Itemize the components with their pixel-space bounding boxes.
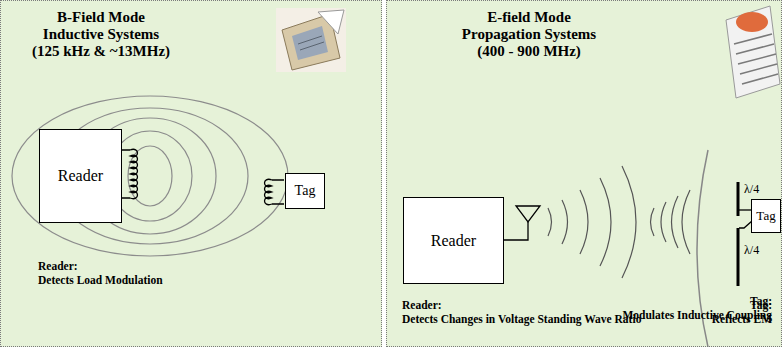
box-label: Reader xyxy=(58,167,103,185)
caption-note: Tag: xyxy=(750,299,772,311)
tag-coil xyxy=(265,179,285,204)
box-label: Reader xyxy=(431,232,476,250)
panel-heading: B-Field Mode Inductive Systems (125 kHz … xyxy=(30,9,172,60)
antenna-symbol xyxy=(516,206,540,222)
reflected-arc xyxy=(661,202,666,242)
reflected-arc xyxy=(682,190,690,254)
field-line xyxy=(128,146,172,206)
reflected-arc xyxy=(672,196,679,248)
wave-arc xyxy=(548,208,552,236)
panel-heading: E-field Mode Propagation Systems (400 - … xyxy=(459,9,599,60)
antenna-feed xyxy=(503,222,528,240)
photo-blob xyxy=(736,12,768,32)
photo-inlay xyxy=(292,26,328,60)
caption-note: Reader: xyxy=(38,260,78,272)
tag-photo xyxy=(276,8,346,72)
coil-winding xyxy=(265,179,273,204)
label-holder: Detects Changes in Voltage Standing Wave… xyxy=(402,309,641,327)
wave-arc xyxy=(622,166,636,278)
wave-arc xyxy=(562,200,568,244)
label-holder: Detects Load Modulation xyxy=(38,270,163,288)
panel-ground xyxy=(0,0,382,347)
tag-dipole xyxy=(738,182,752,286)
label-holder: λ/4 xyxy=(744,240,759,258)
dipole-half xyxy=(737,228,740,286)
box-label: Tag xyxy=(295,183,316,199)
caption-note: Detects Load Modulation xyxy=(38,274,163,286)
tag-box: Tag xyxy=(285,173,325,209)
mode-panel: B-Field Mode Inductive Systems (125 kHz … xyxy=(0,0,382,347)
dimension-label: λ/4 xyxy=(744,243,759,257)
wave-arc xyxy=(580,190,588,254)
label-holder: Reader: xyxy=(38,256,78,274)
caption-note: Reader: xyxy=(402,299,442,311)
coil-winding xyxy=(130,149,138,198)
reader-box: Reader xyxy=(403,197,504,284)
reader-antenna xyxy=(503,206,540,240)
reflected-arc xyxy=(651,208,655,236)
label-holder: λ/4 xyxy=(744,179,759,197)
caption-note: Reflects EM xyxy=(712,313,772,325)
box-label: Tag xyxy=(756,208,775,224)
photo-ground xyxy=(276,8,346,72)
mode-panel: E-field Mode Propagation Systems (400 - … xyxy=(386,0,782,347)
dimension-label: λ/4 xyxy=(744,182,759,196)
tag-photo xyxy=(726,6,780,98)
photo-sheet xyxy=(726,6,780,98)
label-holder: Reader: xyxy=(402,295,442,313)
field-line xyxy=(12,96,288,256)
reader-coil xyxy=(121,149,138,198)
tag-box: Tag xyxy=(751,199,781,233)
photo-fold xyxy=(318,10,344,34)
panel-ground xyxy=(386,0,782,347)
photo-lines xyxy=(298,36,324,50)
dipole-half xyxy=(737,182,740,216)
photo-lines xyxy=(734,34,778,84)
field-lines xyxy=(12,96,288,256)
reader-box: Reader xyxy=(39,129,122,223)
wave-arc xyxy=(600,178,611,266)
coil-lead xyxy=(272,180,284,204)
caption-note: Detects Changes in Voltage Standing Wave… xyxy=(402,313,641,325)
